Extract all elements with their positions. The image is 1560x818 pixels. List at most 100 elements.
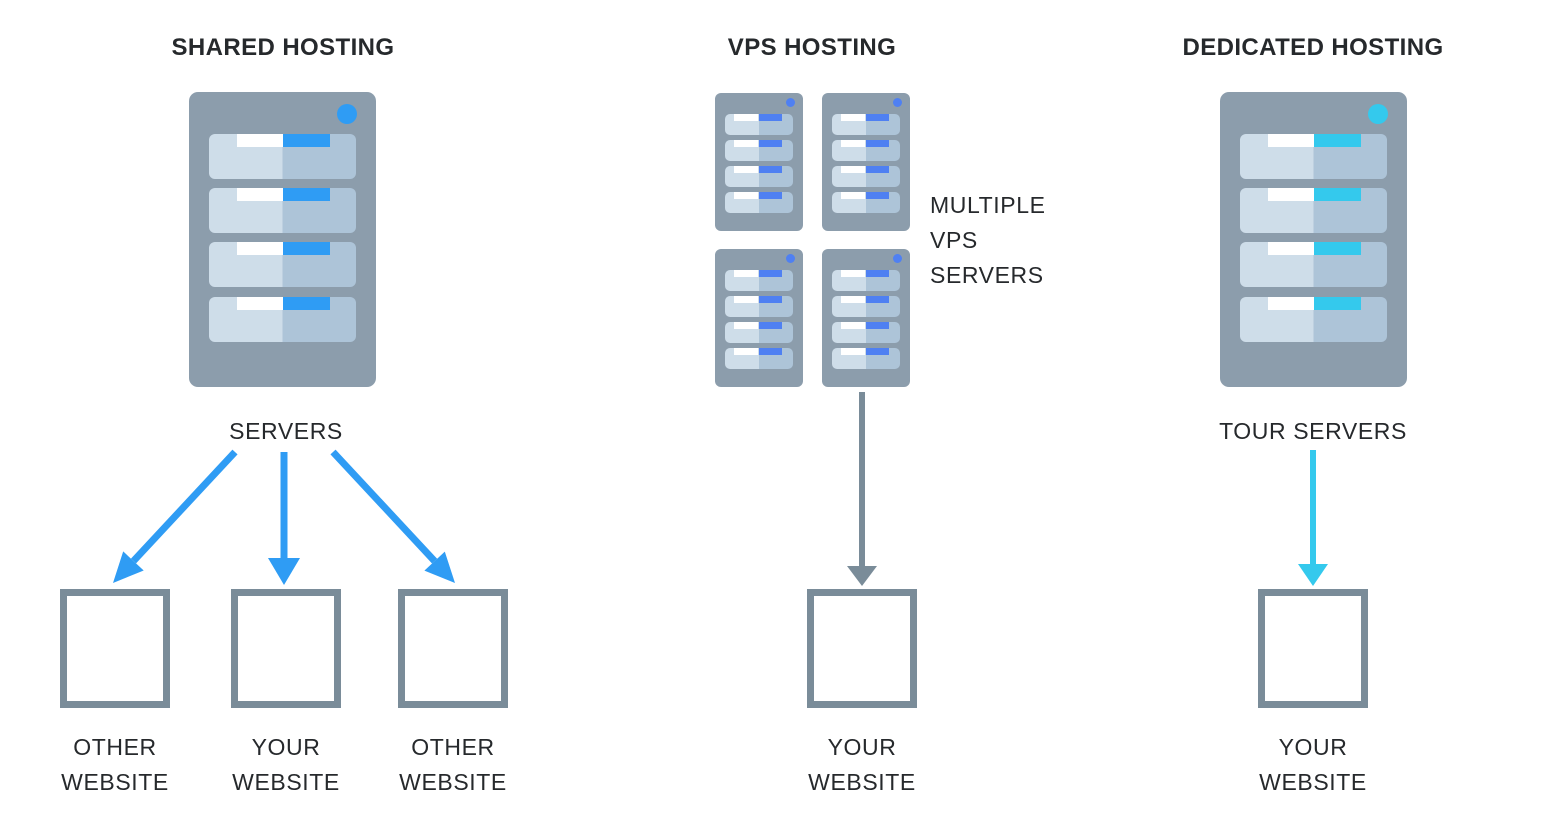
status-led-icon — [893, 254, 902, 263]
drive-activity-bar — [1314, 188, 1361, 201]
caption-line: WEBSITE — [232, 769, 340, 795]
drive-white-bar — [734, 322, 758, 329]
vps-server-rack-icon-2 — [822, 93, 910, 231]
status-led-icon — [1368, 104, 1388, 124]
drive-slot — [725, 166, 793, 187]
vps-down-arrow-icon — [847, 392, 877, 586]
drive-slot — [832, 166, 900, 187]
drive-activity-bar — [759, 114, 782, 121]
drive-slot — [832, 270, 900, 291]
caption-line: WEBSITE — [61, 769, 169, 795]
caption-line: YOUR — [251, 734, 321, 760]
drive-white-bar — [1268, 134, 1314, 147]
drive-white-bar — [841, 140, 865, 147]
drive-activity-bar — [283, 134, 330, 147]
your-website-label-shared: YOUR WEBSITE — [176, 730, 396, 800]
caption-line: WEBSITE — [808, 769, 916, 795]
drive-slot — [1240, 134, 1387, 179]
servers-label: SERVERS — [229, 418, 343, 444]
drive-slot — [725, 270, 793, 291]
drive-white-bar — [841, 348, 865, 355]
drive-slot — [725, 192, 793, 213]
drive-white-bar — [734, 114, 758, 121]
your-website-box-dedicated — [1258, 589, 1368, 708]
drive-activity-bar — [866, 348, 889, 355]
drive-activity-bar — [1314, 297, 1361, 310]
drive-slot — [1240, 297, 1387, 342]
drive-white-bar — [237, 188, 283, 201]
drive-white-bar — [841, 192, 865, 199]
drive-slot — [725, 348, 793, 369]
drive-white-bar — [1268, 242, 1314, 255]
other-website-label-left: OTHER WEBSITE — [5, 730, 225, 800]
drive-slot — [1240, 242, 1387, 287]
drive-slot — [725, 296, 793, 317]
drive-white-bar — [734, 270, 758, 277]
drive-activity-bar — [866, 166, 889, 173]
dedicated-server-rack-icon — [1220, 92, 1407, 387]
other-website-label-right: OTHER WEBSITE — [343, 730, 563, 800]
your-website-label-dedicated: YOUR WEBSITE — [1203, 730, 1423, 800]
drive-slot — [1240, 188, 1387, 233]
drive-slot — [832, 192, 900, 213]
shared-left-arrow-icon — [113, 449, 238, 583]
drive-slot — [832, 296, 900, 317]
caption-line: OTHER — [411, 734, 495, 760]
annotation-line: MULTIPLE — [930, 192, 1046, 218]
drive-slot — [209, 297, 356, 342]
drive-slot — [209, 188, 356, 233]
vps-server-rack-icon-4 — [822, 249, 910, 387]
caption-line: YOUR — [827, 734, 897, 760]
drive-activity-bar — [759, 270, 782, 277]
drive-activity-bar — [866, 140, 889, 147]
vps-server-rack-icon-1 — [715, 93, 803, 231]
shared-server-rack-icon — [189, 92, 376, 387]
drive-activity-bar — [283, 242, 330, 255]
drive-white-bar — [841, 296, 865, 303]
drive-white-bar — [841, 166, 865, 173]
caption-line: YOUR — [1278, 734, 1348, 760]
drive-white-bar — [1268, 297, 1314, 310]
drive-white-bar — [237, 134, 283, 147]
your-website-box-shared — [231, 589, 341, 708]
caption-line: WEBSITE — [399, 769, 507, 795]
drive-white-bar — [734, 296, 758, 303]
shared-hosting-title: SHARED HOSTING — [171, 34, 395, 61]
annotation-line: SERVERS — [930, 262, 1044, 288]
drive-activity-bar — [1314, 134, 1361, 147]
drive-activity-bar — [759, 166, 782, 173]
your-website-label-vps: YOUR WEBSITE — [752, 730, 972, 800]
your-website-box-vps — [807, 589, 917, 708]
drive-slot — [832, 140, 900, 161]
drive-activity-bar — [759, 296, 782, 303]
drive-slot — [832, 114, 900, 135]
drive-activity-bar — [283, 297, 330, 310]
drive-activity-bar — [866, 296, 889, 303]
drive-activity-bar — [866, 270, 889, 277]
drive-slot — [832, 322, 900, 343]
drive-activity-bar — [759, 140, 782, 147]
drive-slot — [725, 322, 793, 343]
drive-slot — [209, 242, 356, 287]
drive-white-bar — [841, 270, 865, 277]
drive-white-bar — [734, 192, 758, 199]
shared-right-arrow-icon — [330, 449, 455, 583]
status-led-icon — [893, 98, 902, 107]
multiple-vps-servers-label: MULTIPLE VPS SERVERS — [930, 188, 1046, 293]
drive-white-bar — [734, 166, 758, 173]
other-website-box-right — [398, 589, 508, 708]
drive-activity-bar — [283, 188, 330, 201]
caption-line: OTHER — [73, 734, 157, 760]
drive-white-bar — [734, 140, 758, 147]
drive-slot — [209, 134, 356, 179]
drive-white-bar — [841, 114, 865, 121]
drive-activity-bar — [759, 192, 782, 199]
drive-slot — [725, 140, 793, 161]
status-led-icon — [786, 254, 795, 263]
shared-middle-arrow-icon — [268, 452, 300, 585]
dedicated-down-arrow-icon — [1298, 450, 1328, 586]
vps-server-rack-icon-3 — [715, 249, 803, 387]
status-led-icon — [786, 98, 795, 107]
drive-activity-bar — [1314, 242, 1361, 255]
drive-white-bar — [237, 242, 283, 255]
